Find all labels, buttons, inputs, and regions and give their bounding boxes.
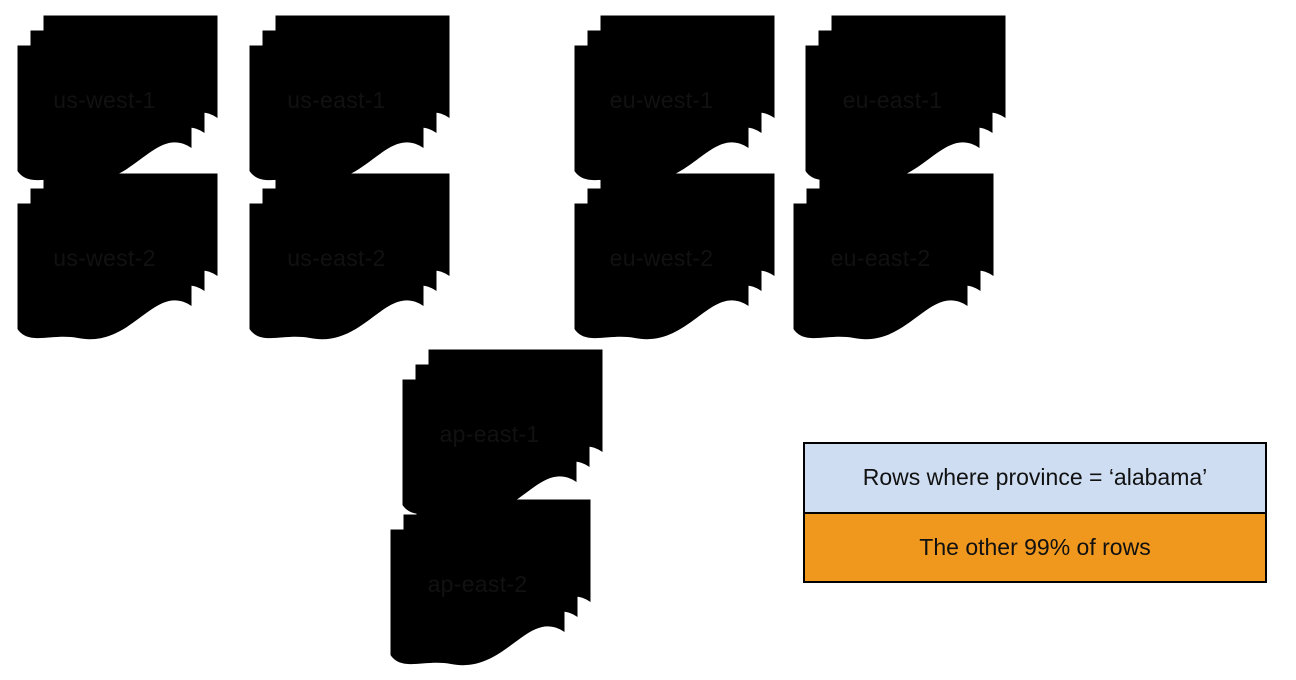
region-stack-eu-east-1: eu-east-1 [804,14,1007,182]
document-sheet-icon [249,45,424,182]
document-sheet-icon [17,203,192,340]
region-stack-ap-east-1: ap-east-1 [401,348,604,516]
document-sheet-icon [574,203,749,340]
document-sheet-icon [390,529,565,666]
region-stack-eu-east-2: eu-east-2 [792,172,995,340]
legend-item-other-rows: The other 99% of rows [805,513,1265,581]
document-sheet-icon [17,45,192,182]
region-stack-us-west-2: us-west-2 [16,172,219,340]
legend-item-alabama-rows: Rows where province = ‘alabama’ [805,444,1265,514]
region-stack-eu-west-2: eu-west-2 [573,172,776,340]
document-sheet-icon [249,203,424,340]
region-stack-ap-east-2: ap-east-2 [389,498,592,666]
region-stack-us-east-2: us-east-2 [248,172,451,340]
region-stack-eu-west-1: eu-west-1 [573,14,776,182]
legend: Rows where province = ‘alabama’ The othe… [803,442,1267,583]
document-sheet-icon [793,203,968,340]
region-stack-us-east-1: us-east-1 [248,14,451,182]
region-stack-us-west-1: us-west-1 [16,14,219,182]
document-sheet-icon [402,379,577,516]
document-sheet-icon [574,45,749,182]
document-sheet-icon [805,45,980,182]
